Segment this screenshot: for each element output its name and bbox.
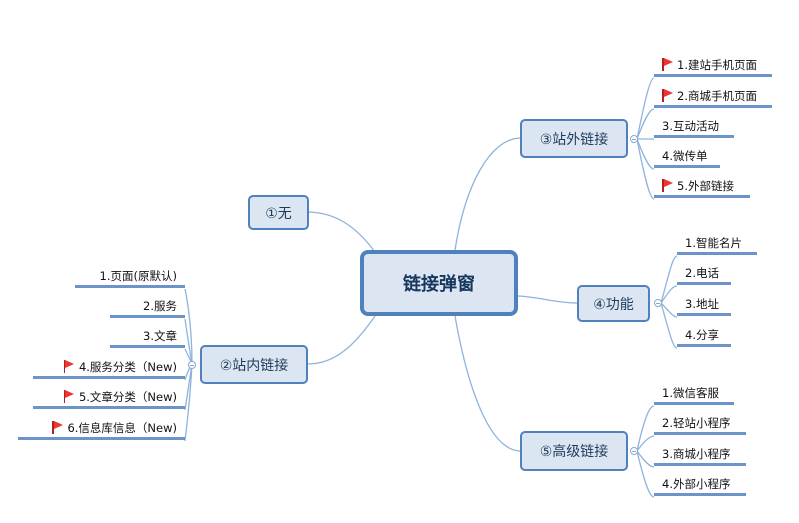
branch-node-advanced-links[interactable]: ⑤高级链接: [520, 431, 628, 471]
leaf-internal-2[interactable]: 2.服务: [110, 296, 185, 318]
branch-label: ③站外链接: [539, 131, 609, 148]
connector-line: [307, 315, 376, 365]
red-flag-icon: [662, 89, 673, 102]
connector-line: [184, 363, 193, 442]
branch-node-external-links[interactable]: ③站外链接: [520, 119, 628, 158]
branch-label: ④功能: [593, 296, 634, 313]
branch-node-features[interactable]: ④功能: [577, 285, 650, 322]
leaf-label: 3.地址: [685, 296, 719, 311]
leaf-label: 2.电话: [685, 265, 719, 280]
leaf-label: 5.外部链接: [677, 178, 734, 193]
leaf-external-3[interactable]: 3.互动活动: [654, 116, 734, 138]
connector-line: [636, 138, 655, 170]
leaf-label: 4.外部小程序: [662, 476, 731, 491]
central-node[interactable]: 链接弹窗: [360, 250, 518, 316]
leaf-label: 4.分享: [685, 327, 719, 342]
leaf-internal-1[interactable]: 1.页面(原默认): [75, 266, 185, 288]
central-node-label: 链接弹窗: [403, 274, 475, 295]
leaf-external-4[interactable]: 4.微传单: [654, 146, 720, 168]
leaf-label: 3.文章: [143, 328, 177, 343]
red-flag-icon: [662, 58, 673, 71]
leaf-label: 1.智能名片: [685, 235, 742, 250]
collapse-toggle-icon[interactable]: [188, 361, 196, 369]
connector-line: [636, 108, 655, 140]
connector-line: [660, 302, 678, 349]
connector-line: [517, 295, 578, 304]
leaf-external-5[interactable]: 5.外部链接: [654, 176, 750, 198]
connector-line: [454, 137, 521, 251]
branch-node-internal-links[interactable]: ②站内链接: [200, 345, 308, 384]
connector-line: [660, 255, 678, 304]
branch-node-none[interactable]: ①无: [248, 195, 309, 230]
leaf-label: 2.服务: [143, 298, 177, 313]
connector-line: [184, 318, 193, 365]
leaf-label: 4.服务分类（New): [78, 359, 177, 374]
leaf-external-2[interactable]: 2.商城手机页面: [654, 86, 772, 108]
branch-label: ②站内链接: [219, 357, 289, 374]
red-flag-icon: [63, 390, 75, 403]
leaf-internal-6[interactable]: 6.信息库信息（New): [18, 418, 185, 440]
leaf-advanced-4[interactable]: 4.外部小程序: [654, 474, 746, 496]
leaf-label: 4.微传单: [662, 148, 708, 163]
leaf-features-1[interactable]: 1.智能名片: [677, 233, 757, 255]
leaf-features-3[interactable]: 3.地址: [677, 294, 731, 316]
leaf-label: 1.建站手机页面: [677, 57, 757, 72]
leaf-label: 5.文章分类（New): [78, 389, 177, 404]
connector-line: [184, 288, 193, 365]
leaf-label: 2.商城手机页面: [677, 88, 757, 103]
red-flag-icon: [52, 421, 63, 434]
leaf-label: 6.信息库信息（New): [67, 420, 177, 435]
leaf-label: 1.页面(原默认): [99, 268, 177, 283]
leaf-internal-3[interactable]: 3.文章: [110, 326, 185, 348]
leaf-external-1[interactable]: 1.建站手机页面: [654, 55, 772, 77]
leaf-internal-5[interactable]: 5.文章分类（New): [33, 387, 185, 409]
leaf-advanced-1[interactable]: 1.微信客服: [654, 383, 734, 405]
red-flag-icon: [662, 179, 673, 192]
red-flag-icon: [63, 360, 75, 373]
leaf-label: 2.轻站小程序: [662, 415, 731, 430]
connector-line: [660, 285, 678, 304]
leaf-label: 3.商城小程序: [662, 446, 731, 461]
connector-line: [454, 315, 521, 452]
leaf-features-2[interactable]: 2.电话: [677, 263, 731, 285]
collapse-toggle-icon[interactable]: [630, 135, 638, 143]
leaf-features-4[interactable]: 4.分享: [677, 325, 731, 347]
connector-line: [636, 405, 655, 452]
leaf-advanced-3[interactable]: 3.商城小程序: [654, 444, 746, 466]
connector-line: [636, 138, 655, 200]
connector-line: [636, 450, 655, 498]
leaf-label: 3.互动活动: [662, 118, 719, 133]
connector-line: [660, 302, 678, 318]
collapse-toggle-icon[interactable]: [654, 299, 662, 307]
branch-label: ①无: [265, 205, 292, 222]
branch-label: ⑤高级链接: [539, 444, 609, 460]
connector-line: [308, 211, 376, 253]
connector-line: [636, 450, 655, 468]
leaf-advanced-2[interactable]: 2.轻站小程序: [654, 413, 746, 435]
collapse-toggle-icon[interactable]: [630, 447, 638, 455]
connector-line: [636, 435, 655, 452]
leaf-internal-4[interactable]: 4.服务分类（New): [33, 357, 185, 379]
leaf-label: 1.微信客服: [662, 385, 719, 400]
connector-line: [636, 77, 655, 140]
